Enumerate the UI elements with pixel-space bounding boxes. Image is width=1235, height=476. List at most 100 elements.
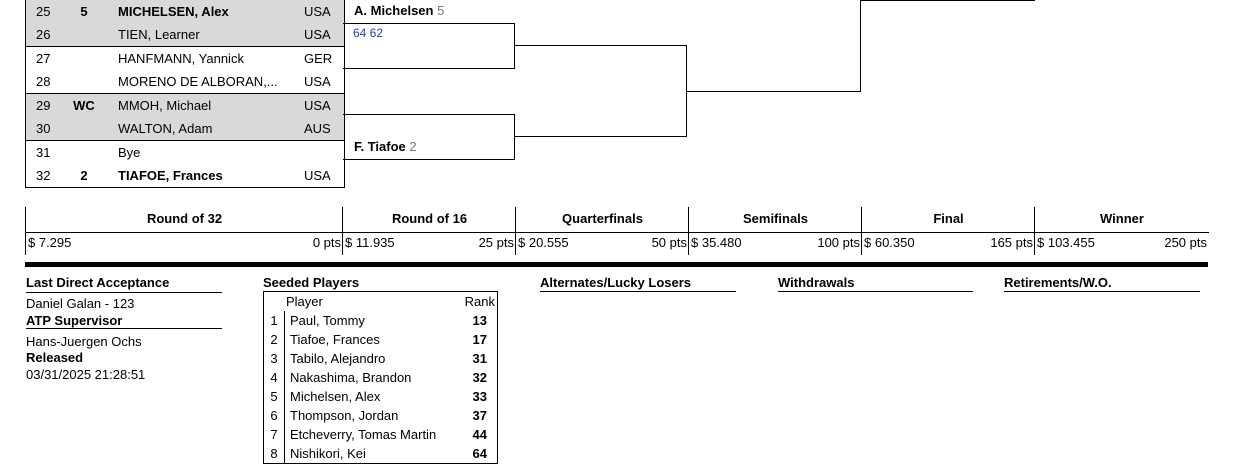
bracket-line [343,159,515,160]
seed-index: 1 [264,311,285,330]
winner-name: F. Tiafoe [354,139,406,154]
round-points: 165 pts [990,235,1033,250]
r16-winner-tiafoe: F. Tiafoe 2 [354,139,417,154]
seed-player: Paul, Tommy [290,313,365,328]
draw-number: 25 [36,4,51,19]
draw-row: 25 5 MICHELSEN, Alex USA [26,0,344,23]
draw-number: 31 [36,145,51,160]
supervisor-label: ATP Supervisor [26,313,123,328]
round-column: Round of 16 $ 11.935 25 pts [342,207,516,255]
round-column: Semifinals $ 35.480 100 pts [688,207,862,255]
round-points: 100 pts [817,235,860,250]
round-prize: $ 7.295 [28,235,72,250]
retirements-label: Retirements/W.O. [1004,275,1112,290]
seed-player: Michelsen, Alex [290,389,381,404]
draw-nationality: USA [304,4,331,19]
seed-rank: 31 [472,351,487,366]
match-score: 64 62 [353,26,384,40]
table-row: 6 Thompson, Jordan 37 [264,406,497,425]
seed-player: Thompson, Jordan [290,408,399,423]
seed-index: 2 [264,330,285,349]
seed-rank: 64 [472,446,487,461]
draw-player-name: HANFMANN, Yannick [118,51,244,66]
table-header: Player Rank [264,292,497,311]
bracket-line [514,23,515,69]
seed-index: 5 [264,387,285,406]
draw-nationality: USA [304,168,331,183]
seed-rank: 17 [472,332,487,347]
winner-seed: 2 [409,139,417,154]
divider [1004,291,1200,292]
table-row: 4 Nakashima, Brandon 32 [264,368,497,387]
withdrawals-label: Withdrawals [778,275,855,290]
divider [25,262,1208,267]
draw-player-name: TIAFOE, Frances [118,168,223,183]
draw-number: 27 [36,51,51,66]
round-name: Semifinals [742,211,809,226]
divider [26,292,222,293]
seed-player: Nishikori, Kei [290,446,366,461]
draw-player-name: MMOH, Michael [118,98,212,113]
round-prize: $ 35.480 [691,235,742,250]
draw-nationality: USA [304,27,331,42]
r16-winner-michelsen: A. Michelsen 5 [354,3,444,18]
draw-number: 32 [36,168,51,183]
seed-index: 3 [264,349,285,368]
seed-player: Nakashima, Brandon [290,370,412,385]
round-points: 50 pts [651,235,687,250]
rounds-prize-table: Round of 32 $ 7.295 0 pts Round of 16 $ … [25,207,1209,255]
draw-seed: 5 [80,4,88,19]
draw-row: 28 MORENO DE ALBORAN,... USA [26,70,344,93]
seed-index: 7 [264,425,285,444]
seed-rank: 32 [472,370,487,385]
draw-nationality: USA [304,98,331,113]
seed-player: Etcheverry, Tomas Martin [290,427,437,442]
winner-name: A. Michelsen [354,3,434,18]
draw-number: 28 [36,74,51,89]
seed-index: 6 [264,406,285,425]
bracket-line [860,0,861,92]
table-row: 8 Nishikori, Kei 64 [264,444,497,463]
draw-player-name: MORENO DE ALBORAN,... [118,74,278,89]
seed-index: 8 [264,444,285,463]
last-direct-acceptance-value: Daniel Galan - 123 [26,296,135,311]
round-column: Final $ 60.350 165 pts [861,207,1035,255]
last-direct-acceptance-label: Last Direct Acceptance [26,275,170,290]
draw-seed: 2 [80,168,88,183]
table-row: 2 Tiafoe, Frances 17 [264,330,497,349]
round-name: Final [933,211,964,226]
draw-number: 29 [36,98,51,113]
seed-index: 4 [264,368,285,387]
seed-rank: 37 [472,408,487,423]
seed-player: Tiafoe, Frances [290,332,380,347]
round-name: Winner [1100,211,1144,226]
released-value: 03/31/2025 21:28:51 [26,367,146,382]
round-points: 0 pts [312,235,341,250]
divider [26,328,222,329]
column-header-rank: Rank [464,294,495,309]
round-prize: $ 103.455 [1037,235,1095,250]
column-header-player: Player [286,294,323,309]
winner-seed: 5 [437,3,445,18]
draw-nationality: AUS [304,121,331,136]
round-name: Round of 16 [391,211,468,226]
draw-number: 26 [36,27,51,42]
bracket-line [343,114,515,115]
draw-row: 27 HANFMANN, Yannick GER [26,46,344,70]
draw-player-name: WALTON, Adam [118,121,213,136]
round-points: 25 pts [478,235,514,250]
bracket-line [514,45,687,46]
draw-table: 25 5 MICHELSEN, Alex USA 26 TIEN, Learne… [25,0,345,188]
draw-row: 30 WALTON, Adam AUS [26,117,344,140]
draw-player-name: TIEN, Learner [118,27,200,42]
draw-number: 30 [36,121,51,136]
divider [1035,232,1209,233]
alternates-label: Alternates/Lucky Losers [540,275,692,290]
divider [778,291,973,292]
supervisor-value: Hans-Juergen Ochs [26,334,142,349]
draw-nationality: USA [304,74,331,89]
divider [689,232,862,233]
